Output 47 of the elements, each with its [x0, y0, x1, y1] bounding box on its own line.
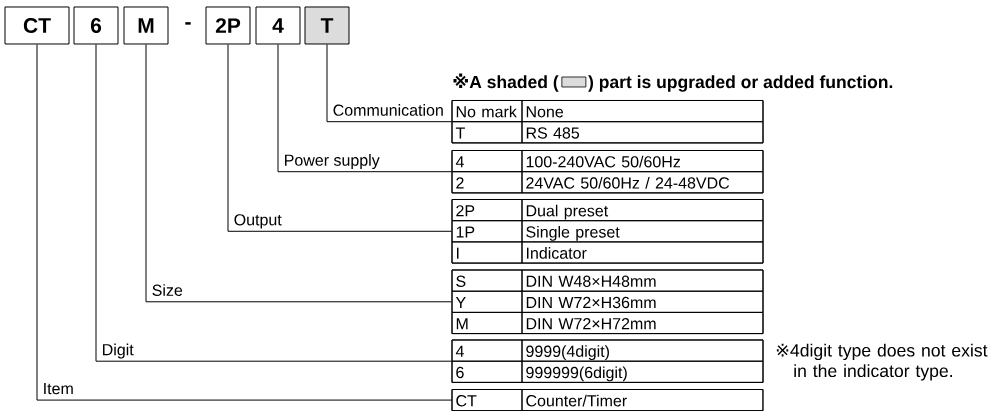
edge-label: Size — [151, 283, 184, 297]
table-cell: I — [451, 241, 523, 264]
table-cell: Y — [451, 290, 523, 313]
leader-line — [95, 44, 452, 362]
edge-label: Item — [42, 382, 75, 395]
table-cell: RS 485 — [521, 121, 764, 144]
table-cell: DIN W72×H72mm — [521, 311, 764, 335]
leader-line — [277, 44, 452, 173]
table-cell: 999999(6digit) — [521, 360, 764, 383]
table-cell: Indicator — [521, 241, 764, 264]
table-cell: Dual preset — [521, 199, 764, 222]
table-cell: 1P — [451, 220, 523, 243]
table-cell: DIN W48×H48mm — [521, 269, 764, 292]
table-cell: 24VAC 50/60Hz / 24-48VDC — [521, 171, 764, 194]
edge-label: Power supply — [283, 153, 381, 170]
table-cell: None — [521, 100, 764, 123]
code-box: 6 — [73, 6, 119, 45]
edge-label: Communication — [332, 103, 445, 117]
table-cell: DIN W72×H36mm — [521, 290, 764, 313]
leader-line — [36, 44, 452, 401]
separator: - — [185, 22, 191, 25]
table-cell: 9999(4digit) — [521, 339, 764, 362]
code-box: 4 — [255, 6, 301, 45]
table-cell: CT — [451, 389, 523, 411]
table-cell: 2P — [451, 199, 523, 222]
code-box: 2P — [205, 6, 251, 45]
leader-line — [227, 44, 452, 232]
table-cell: Counter/Timer — [521, 389, 764, 411]
table-cell: 4 — [451, 339, 523, 362]
table-cell: 2 — [451, 171, 523, 194]
table-cell: Single preset — [521, 220, 764, 243]
table-cell: No mark — [451, 100, 523, 123]
code-box: M — [123, 6, 169, 45]
table-cell: S — [451, 269, 523, 292]
leader-line — [145, 44, 452, 303]
legend-text: ) part is upgraded or added function. — [588, 75, 893, 92]
note-text: ※4digit type does not exist in the indicator type. — [776, 343, 988, 381]
code-box: T — [304, 6, 350, 45]
edge-label: Output — [233, 213, 283, 230]
table-cell: 4 — [451, 150, 523, 173]
edge-label: Digit — [101, 343, 135, 359]
table-cell: 6 — [451, 360, 523, 383]
leader-line — [326, 44, 452, 123]
code-box: CT — [4, 6, 70, 45]
table-cell: T — [451, 121, 523, 144]
table-cell: 100-240VAC 50/60Hz — [521, 150, 764, 173]
table-cell: M — [451, 311, 523, 335]
